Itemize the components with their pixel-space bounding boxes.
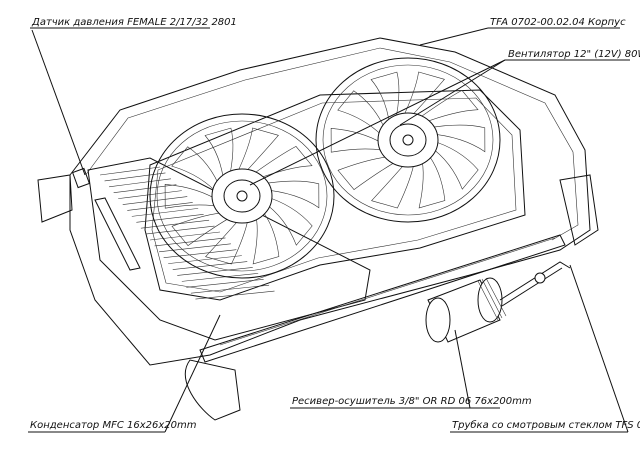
- fan-left: [149, 113, 335, 279]
- condenser-fin: [145, 225, 215, 235]
- condenser-fin: [122, 196, 188, 205]
- condenser-fin: [140, 219, 210, 229]
- condenser-fin: [104, 172, 166, 182]
- fan-inner-ring: [322, 64, 494, 216]
- fan-blade: [252, 207, 280, 265]
- bottom-rail: [184, 234, 566, 421]
- callout-fan: Вентилятор 12" (12V) 80W: [508, 49, 640, 60]
- condenser-fin: [127, 202, 193, 211]
- sight-glass-tube: [499, 261, 571, 307]
- condenser-fin: [168, 255, 242, 264]
- fan-blade: [400, 71, 445, 122]
- fan-blade: [425, 124, 486, 153]
- condenser-fin: [159, 243, 231, 253]
- leader-lines: [28, 27, 630, 433]
- callout-receiver-dryer: Ресивер-осушитель 3/8" OR RD 06 76x200mm: [292, 396, 532, 407]
- receiver-ribs: [477, 277, 507, 321]
- fan-blade: [337, 90, 388, 141]
- fan-ring: [315, 57, 501, 223]
- callout-condenser: Конденсатор MFC 16x26x20mm: [30, 420, 197, 431]
- fan-blade: [428, 139, 479, 190]
- fan-blade: [414, 90, 479, 125]
- fan-shroud: [144, 89, 526, 301]
- condenser-fin: [186, 278, 264, 288]
- condenser-fin: [177, 267, 253, 276]
- callout-housing: TFA 0702-00.02.04 Корпус: [490, 17, 626, 28]
- condenser-fin: [154, 237, 226, 247]
- fan-axle: [402, 134, 414, 146]
- fan-blade: [418, 151, 446, 209]
- fan-axle: [236, 190, 248, 202]
- pressure-sensor: [71, 167, 141, 271]
- condenser-fin: [190, 284, 270, 294]
- condenser-fin: [163, 249, 237, 259]
- fan-inner-ring: [156, 120, 328, 272]
- fan-blade: [262, 195, 313, 246]
- condenser-fin: [109, 178, 171, 188]
- callout-pressure-sensor: Датчик давления FEMALE 2/17/32 2801: [31, 17, 237, 28]
- fan-blade: [370, 71, 400, 130]
- condenser-fin: [131, 208, 199, 217]
- condenser-fin: [136, 213, 204, 223]
- condenser-fin: [195, 290, 275, 300]
- fan-ring: [149, 113, 335, 279]
- fan-blade: [204, 127, 234, 186]
- condenser-fin: [99, 166, 161, 176]
- fan-right: [315, 57, 501, 223]
- fan-blade: [259, 180, 320, 209]
- receiver-dryer: [425, 277, 507, 343]
- fan-blade: [171, 146, 222, 197]
- condenser-fin: [149, 231, 221, 241]
- fan-blade: [164, 183, 225, 209]
- fan-blade: [330, 127, 391, 153]
- housing-body: [37, 37, 599, 366]
- fan-blade: [234, 127, 279, 178]
- condenser-fin: [113, 184, 177, 194]
- callout-sight-glass-tube: Трубка со смотровым стеклом TFS 0004: [452, 419, 640, 431]
- condenser-fin: [181, 273, 259, 282]
- fan-blade: [248, 146, 313, 181]
